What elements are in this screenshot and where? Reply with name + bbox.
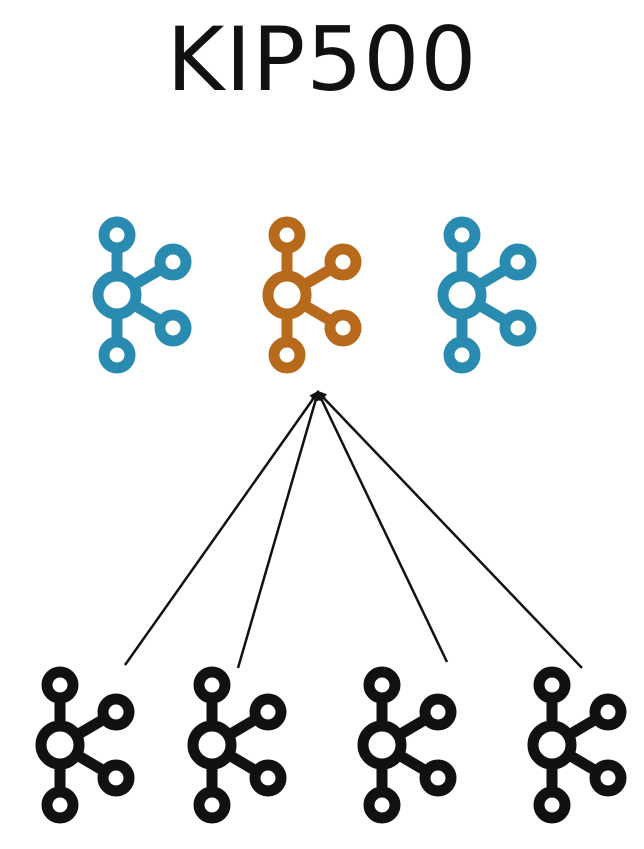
broker-to-controller-arrow [316, 390, 583, 669]
broker-to-controller-arrow [123, 390, 320, 666]
controller-kafka-icon [92, 216, 192, 374]
broker-to-controller-arrow [316, 390, 449, 663]
controller-kafka-icon [437, 216, 537, 374]
broker-to-controller-arrow [236, 390, 321, 669]
diagram-title: KIP500 [166, 8, 478, 111]
broker-kafka-icon [187, 666, 287, 824]
broker-kafka-icon [357, 666, 457, 824]
broker-kafka-icon [35, 666, 135, 824]
node-group [35, 216, 627, 824]
active-controller-kafka-icon [262, 216, 362, 374]
arrow-group [123, 390, 583, 669]
broker-kafka-icon [527, 666, 627, 824]
